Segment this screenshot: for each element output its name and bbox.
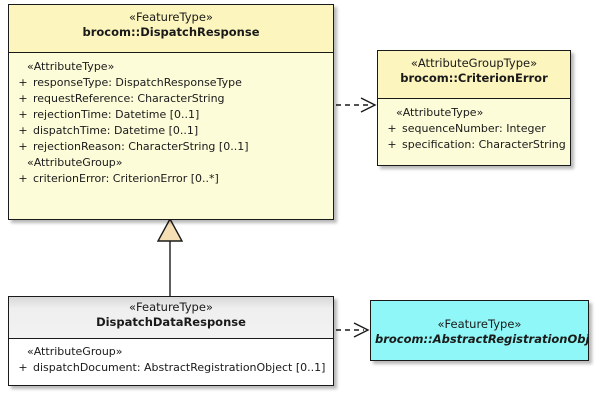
- class-box-dispatch-response[interactable]: «FeatureType» brocom::DispatchResponse «…: [8, 4, 334, 220]
- class-name: brocom::CriterionError: [400, 71, 548, 85]
- attribute-row: + requestReference: CharacterString: [13, 91, 329, 107]
- attribute-text: responseType: DispatchResponseType: [33, 76, 242, 89]
- class-body-dispatch-data-response: «AttributeGroup» + dispatchDocument: Abs…: [9, 339, 333, 385]
- attribute-row: + specification: CharacterString: [382, 137, 566, 153]
- attribute-visibility: +: [18, 76, 28, 89]
- hollow-triangle-head: [156, 217, 184, 242]
- class-box-abstract-registration-object[interactable]: «FeatureType» brocom::AbstractRegistrati…: [370, 300, 589, 361]
- class-body-dispatch-response: «AttributeType» + responseType: Dispatch…: [9, 53, 333, 219]
- attribute-visibility: +: [18, 124, 28, 137]
- attribute-visibility: +: [18, 172, 28, 185]
- class-name: DispatchDataResponse: [96, 315, 246, 329]
- attribute-row: + dispatchDocument: AbstractRegistration…: [13, 360, 329, 376]
- compartment-label-attribute-group: «AttributeGroup»: [27, 156, 123, 169]
- dependency-dispatchresponse-to-criterionerror: [336, 97, 377, 113]
- class-stereotype: «AttributeGroupType»: [410, 56, 538, 70]
- attribute-row: + responseType: DispatchResponseType: [13, 75, 329, 91]
- attribute-visibility: +: [18, 140, 28, 153]
- compartment-label-attribute-type: «AttributeType»: [27, 60, 115, 73]
- attribute-row: + criterionError: CriterionError [0..*]: [13, 171, 329, 187]
- attribute-visibility: +: [18, 92, 28, 105]
- attribute-row: + sequenceNumber: Integer: [382, 121, 566, 137]
- class-header-dispatch-data-response: «FeatureType» DispatchDataResponse: [9, 297, 333, 339]
- attribute-row: + dispatchTime: Datetime [0..1]: [13, 123, 329, 139]
- attribute-text: requestReference: CharacterString: [33, 92, 225, 105]
- attribute-visibility: +: [387, 138, 397, 151]
- attribute-text: criterionError: CriterionError [0..*]: [33, 172, 219, 185]
- compartment-label-attribute-group: «AttributeGroup»: [27, 345, 123, 358]
- attribute-text: specification: CharacterString: [402, 138, 566, 151]
- attribute-visibility: +: [387, 122, 397, 135]
- class-header-criterion-error: «AttributeGroupType» brocom::CriterionEr…: [378, 51, 570, 99]
- class-body-criterion-error: «AttributeType» + sequenceNumber: Intege…: [378, 99, 570, 165]
- class-header-dispatch-response: «FeatureType» brocom::DispatchResponse: [9, 5, 333, 53]
- class-box-dispatch-data-response[interactable]: «FeatureType» DispatchDataResponse «Attr…: [8, 296, 334, 386]
- attribute-text: dispatchDocument: AbstractRegistrationOb…: [33, 361, 326, 374]
- attribute-visibility: +: [18, 108, 28, 121]
- class-header-abstract-registration-object: «FeatureType» brocom::AbstractRegistrati…: [371, 301, 589, 360]
- attribute-text: sequenceNumber: Integer: [402, 122, 546, 135]
- class-name: brocom::DispatchResponse: [82, 25, 260, 39]
- generalization-dispatchdataresponse-to-dispatchresponse: [156, 217, 184, 296]
- attribute-text: dispatchTime: Datetime [0..1]: [33, 124, 199, 137]
- open-arrow-head: [353, 322, 370, 338]
- attribute-row: + rejectionTime: Datetime [0..1]: [13, 107, 329, 123]
- class-stereotype: «FeatureType»: [129, 300, 213, 314]
- attribute-text: rejectionReason: CharacterString [0..1]: [33, 140, 249, 153]
- dependency-dispatchdataresponse-to-abstractregistrationobject: [336, 322, 370, 338]
- class-box-criterion-error[interactable]: «AttributeGroupType» brocom::CriterionEr…: [377, 50, 571, 166]
- attribute-text: rejectionTime: Datetime [0..1]: [33, 108, 200, 121]
- class-stereotype: «FeatureType»: [437, 316, 522, 331]
- compartment-label-attribute-type: «AttributeType»: [396, 106, 484, 119]
- open-arrow-head: [360, 97, 377, 113]
- attribute-row: + rejectionReason: CharacterString [0..1…: [13, 139, 329, 155]
- class-name: brocom::AbstractRegistrationObject: [375, 331, 589, 346]
- attribute-visibility: +: [18, 361, 28, 374]
- class-stereotype: «FeatureType»: [129, 10, 213, 24]
